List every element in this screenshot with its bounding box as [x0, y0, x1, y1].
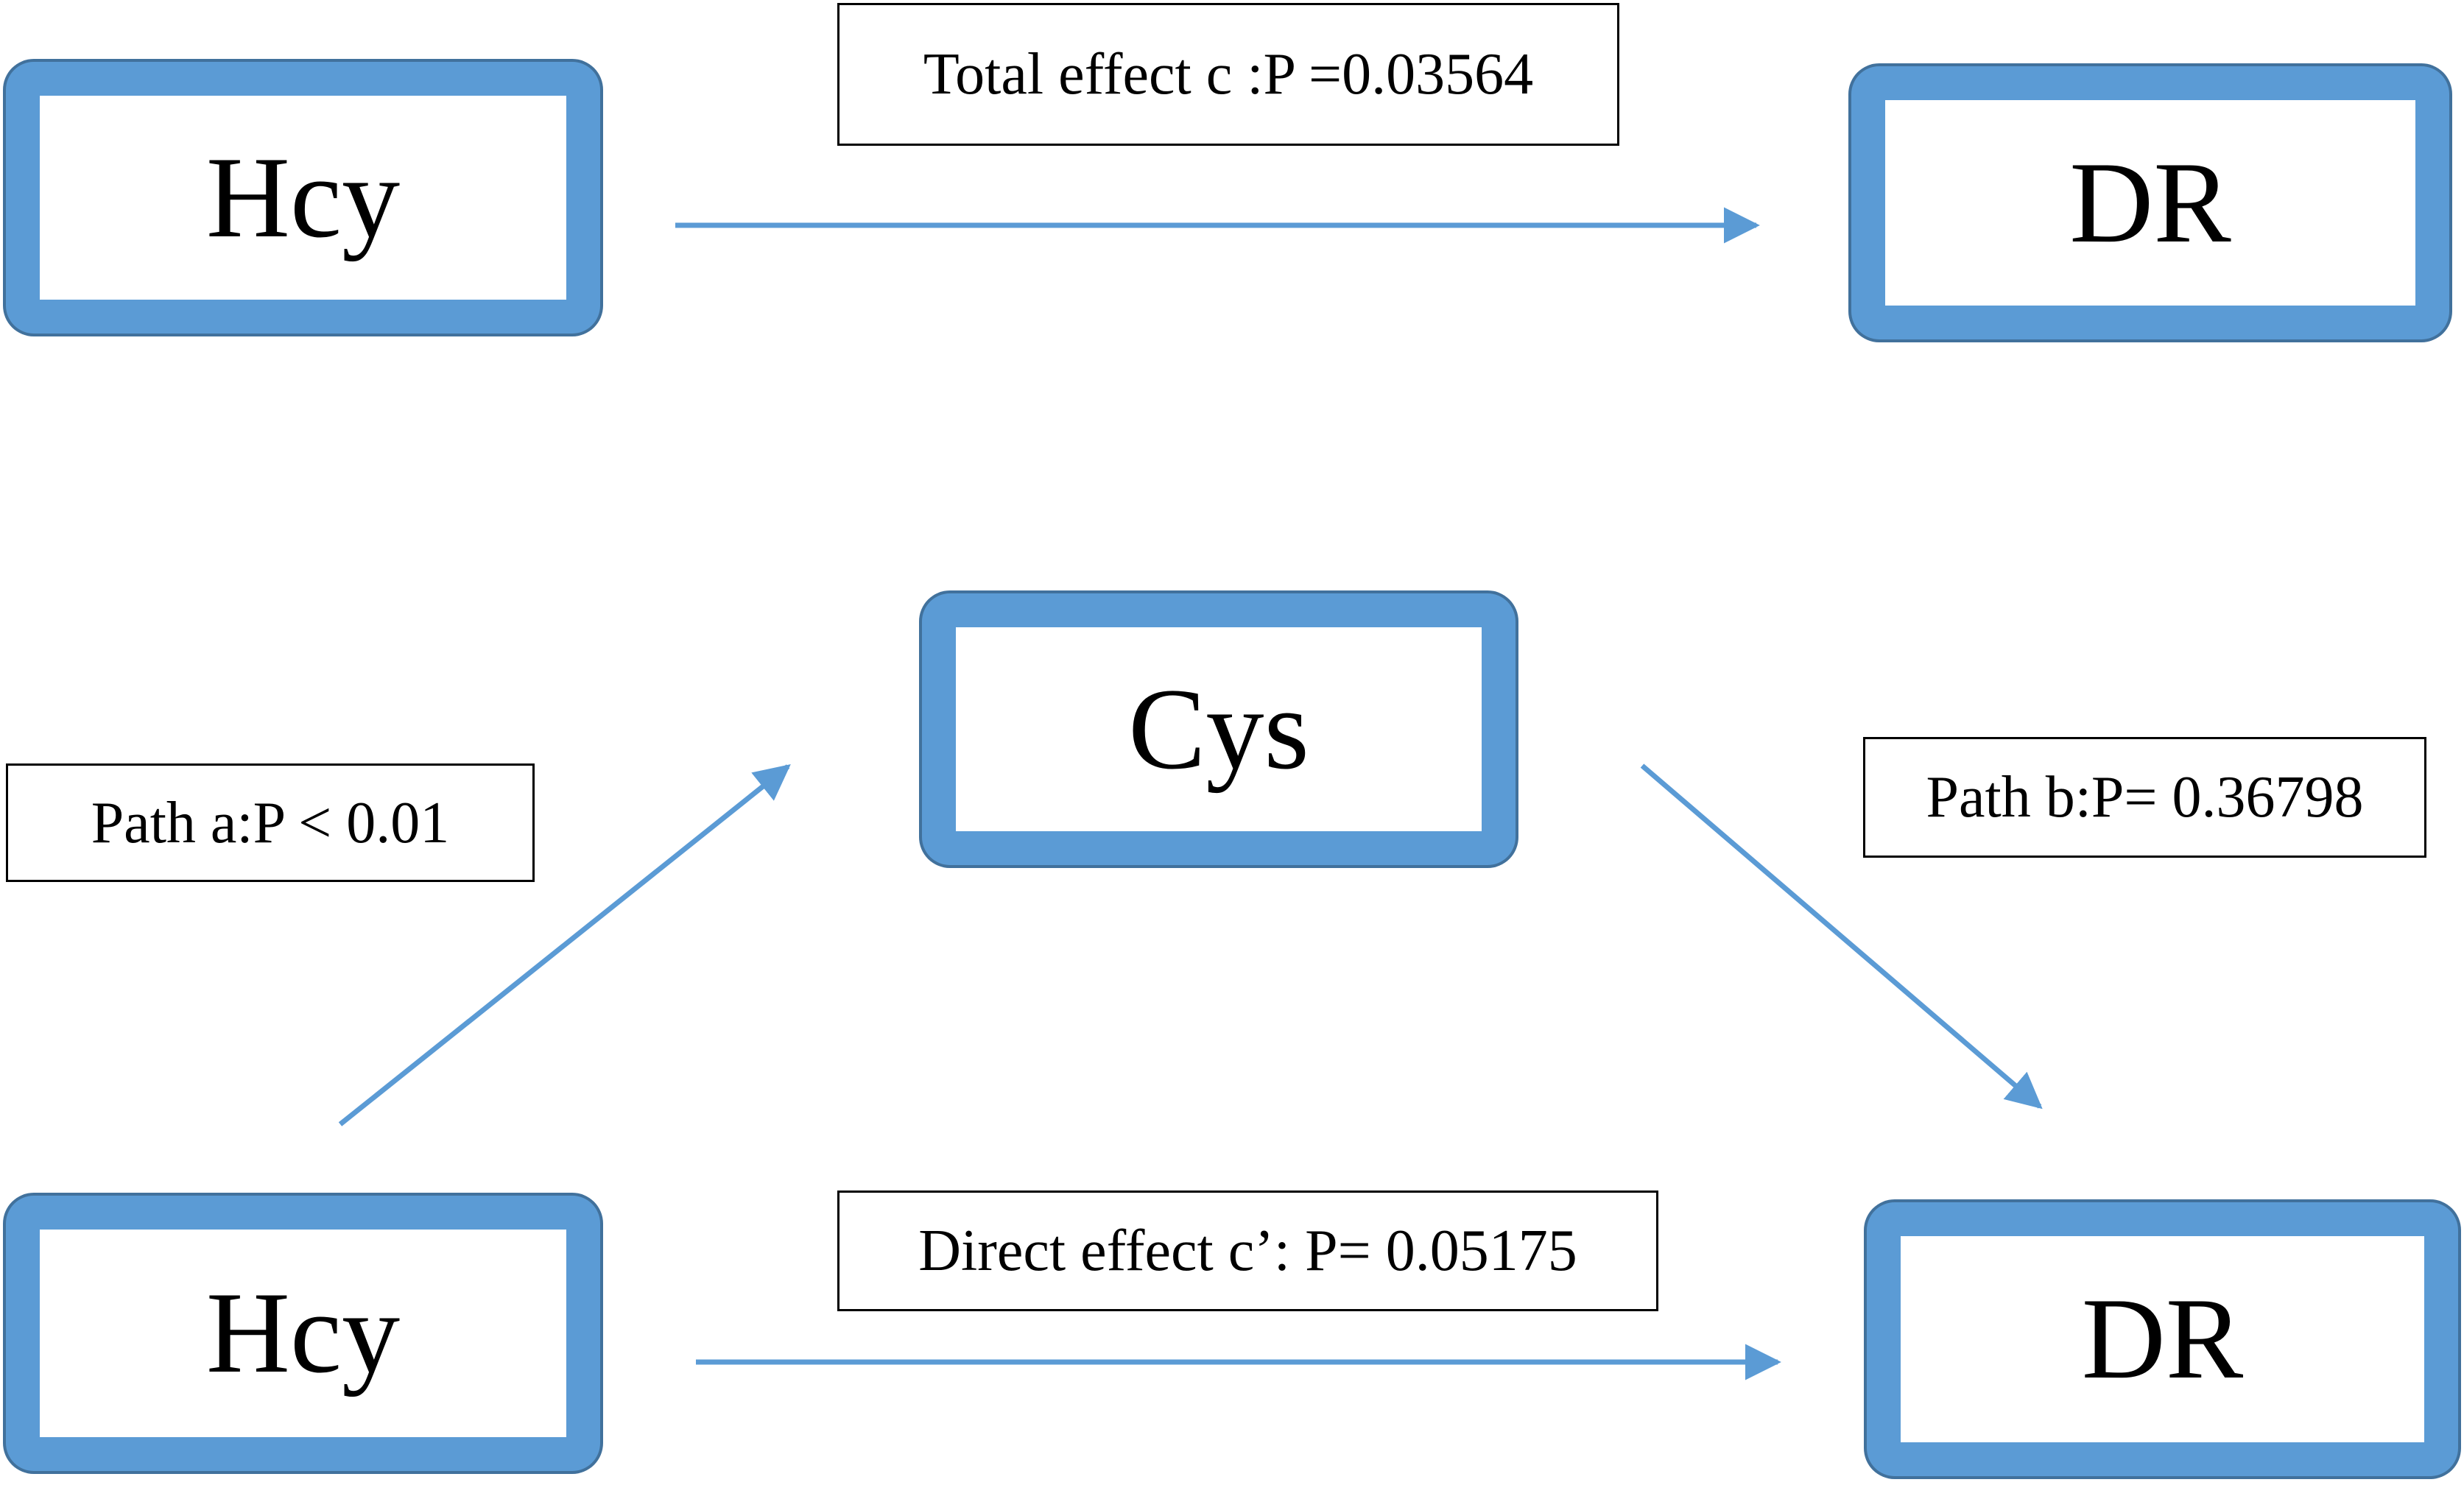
total-effect-label-box: Total effect c :P =0.03564: [837, 3, 1619, 146]
node-hcy-bottom: Hcy: [6, 1196, 600, 1471]
node-dr-bottom-label: DR: [2081, 1274, 2244, 1403]
node-cys: Cys: [922, 593, 1516, 865]
arrow-path-a: [338, 763, 791, 1126]
node-cys-label: Cys: [1128, 664, 1309, 794]
total-effect-label: Total effect c :P =0.03564: [923, 42, 1534, 107]
path-b-label-box: Path b:P= 0.36798: [1863, 737, 2426, 858]
direct-effect-label-box: Direct effect c’: P= 0.05175: [837, 1191, 1658, 1311]
node-dr-bottom: DR: [1867, 1202, 2458, 1476]
node-dr-top-label: DR: [2069, 138, 2231, 267]
node-hcy-bottom-label: Hcy: [205, 1269, 401, 1397]
node-hcy-top-label: Hcy: [205, 133, 401, 262]
path-a-label: Path a:P < 0.01: [91, 790, 450, 856]
direct-effect-label: Direct effect c’: P= 0.05175: [918, 1218, 1577, 1283]
node-dr-top: DR: [1851, 66, 2449, 339]
arrow-path-b: [1640, 763, 2043, 1110]
node-hcy-top: Hcy: [6, 62, 600, 334]
path-b-label: Path b:P= 0.36798: [1926, 765, 2364, 830]
path-a-label-box: Path a:P < 0.01: [6, 763, 535, 882]
